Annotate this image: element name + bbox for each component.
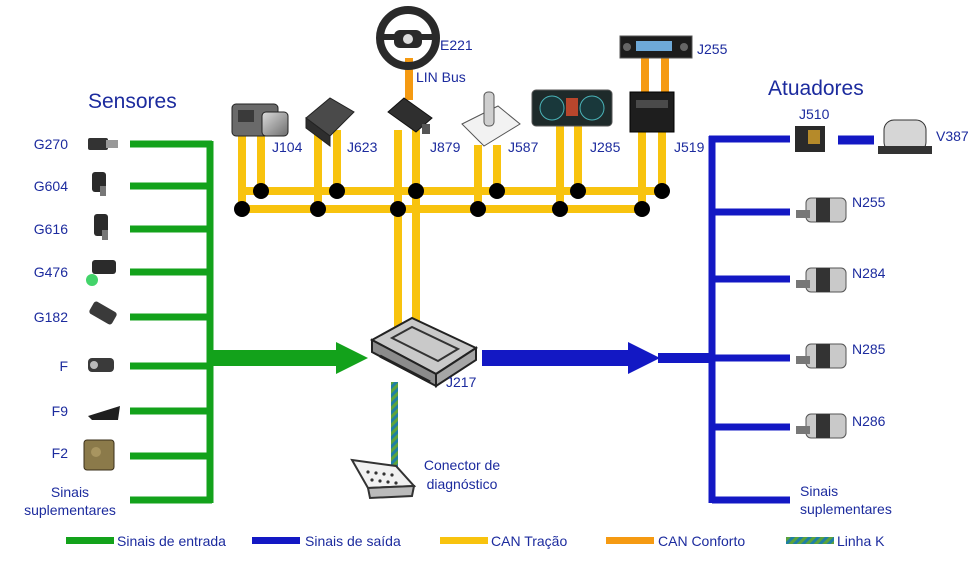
actuator-label-n285: N285 xyxy=(852,341,886,357)
sensor-g616-icon xyxy=(94,214,108,240)
legend-k-line: Linha K xyxy=(837,533,885,549)
radio-j255 xyxy=(619,35,693,59)
module-label-j879: J879 xyxy=(430,139,461,155)
relay-label-j510: J510 xyxy=(799,106,830,122)
can-drive-bus xyxy=(238,125,666,330)
sensor-label-g476: G476 xyxy=(33,264,68,280)
actuator-label-n286: N286 xyxy=(852,413,886,429)
pump-v387-icon xyxy=(878,119,932,154)
can-junction-dots xyxy=(234,183,670,217)
module-j285 xyxy=(531,89,613,127)
relay-j510-icon xyxy=(795,126,825,152)
steering-label-e221: E221 xyxy=(440,37,473,53)
module-label-j623: J623 xyxy=(347,139,378,155)
module-j623 xyxy=(305,97,355,147)
actuator-extra-line1: Sinais xyxy=(800,483,839,499)
legend-output: Sinais de saída xyxy=(305,533,401,549)
sensor-label-f2: F2 xyxy=(51,445,68,461)
valve-n286-icon xyxy=(796,413,847,439)
module-j587 xyxy=(461,91,521,147)
module-label-j519: J519 xyxy=(674,139,705,155)
module-j519 xyxy=(629,91,675,133)
output-signal-lines xyxy=(658,135,874,504)
sensor-extra-line1: Sinais xyxy=(50,484,90,500)
sensor-g476-icon xyxy=(86,260,116,286)
sensor-label-f: F xyxy=(59,358,68,374)
input-signal-lines xyxy=(130,140,214,504)
legend-can-drive: CAN Tração xyxy=(491,533,568,549)
actuator-label-n284: N284 xyxy=(852,265,886,281)
sensors-heading: Sensores xyxy=(88,90,177,113)
actuator-extra-line2: suplementares xyxy=(800,501,892,517)
steering-wheel xyxy=(376,6,440,70)
pump-label-v387: V387 xyxy=(936,128,969,144)
sensor-label-g182: G182 xyxy=(33,309,68,325)
sensor-label-g616: G616 xyxy=(33,221,68,237)
k-line xyxy=(391,382,398,478)
ecu-j217 xyxy=(369,316,479,388)
legend-swatches xyxy=(66,537,834,544)
module-label-j587: J587 xyxy=(508,139,539,155)
sensor-label-g604: G604 xyxy=(33,178,68,194)
module-label-j285: J285 xyxy=(590,139,621,155)
switch-f-icon xyxy=(88,358,114,372)
diagnostic-connector xyxy=(350,458,417,500)
lin-bus-label: LIN Bus xyxy=(416,69,466,85)
sensor-g182-icon xyxy=(89,301,117,325)
input-arrow-head xyxy=(336,342,368,374)
sensor-icons xyxy=(83,138,120,471)
sensor-g604-icon xyxy=(92,172,106,196)
module-j879 xyxy=(387,97,433,134)
sensor-label-g270: G270 xyxy=(33,136,68,152)
actuator-label-n255: N255 xyxy=(852,194,886,210)
diag-label-line2: diagnóstico xyxy=(426,476,498,492)
module-label-j104: J104 xyxy=(272,139,303,155)
legend-can-comfort: CAN Conforto xyxy=(658,533,746,549)
valve-n285-icon xyxy=(796,343,847,369)
sensor-label-f9: F9 xyxy=(51,403,68,419)
valve-n255-icon xyxy=(796,197,847,223)
actuators-heading: Atuadores xyxy=(768,77,864,100)
can-comfort-lines xyxy=(641,58,669,96)
actuator-icons xyxy=(795,119,932,439)
ecu-label-j217: J217 xyxy=(446,374,477,390)
sensor-extra-line2: suplementares xyxy=(24,502,116,518)
diag-label-line1: Conector de xyxy=(423,457,501,473)
legend-input: Sinais de entrada xyxy=(117,533,226,549)
switch-f9-icon xyxy=(88,406,120,420)
valve-n284-icon xyxy=(796,267,847,293)
module-f2-icon xyxy=(83,439,115,471)
input-arrow-shaft xyxy=(210,350,340,366)
output-arrow-shaft xyxy=(482,350,632,366)
radio-label-j255: J255 xyxy=(697,41,728,57)
module-j104 xyxy=(231,103,289,137)
output-arrow-head xyxy=(628,342,660,374)
sensor-g270-icon xyxy=(88,138,118,150)
